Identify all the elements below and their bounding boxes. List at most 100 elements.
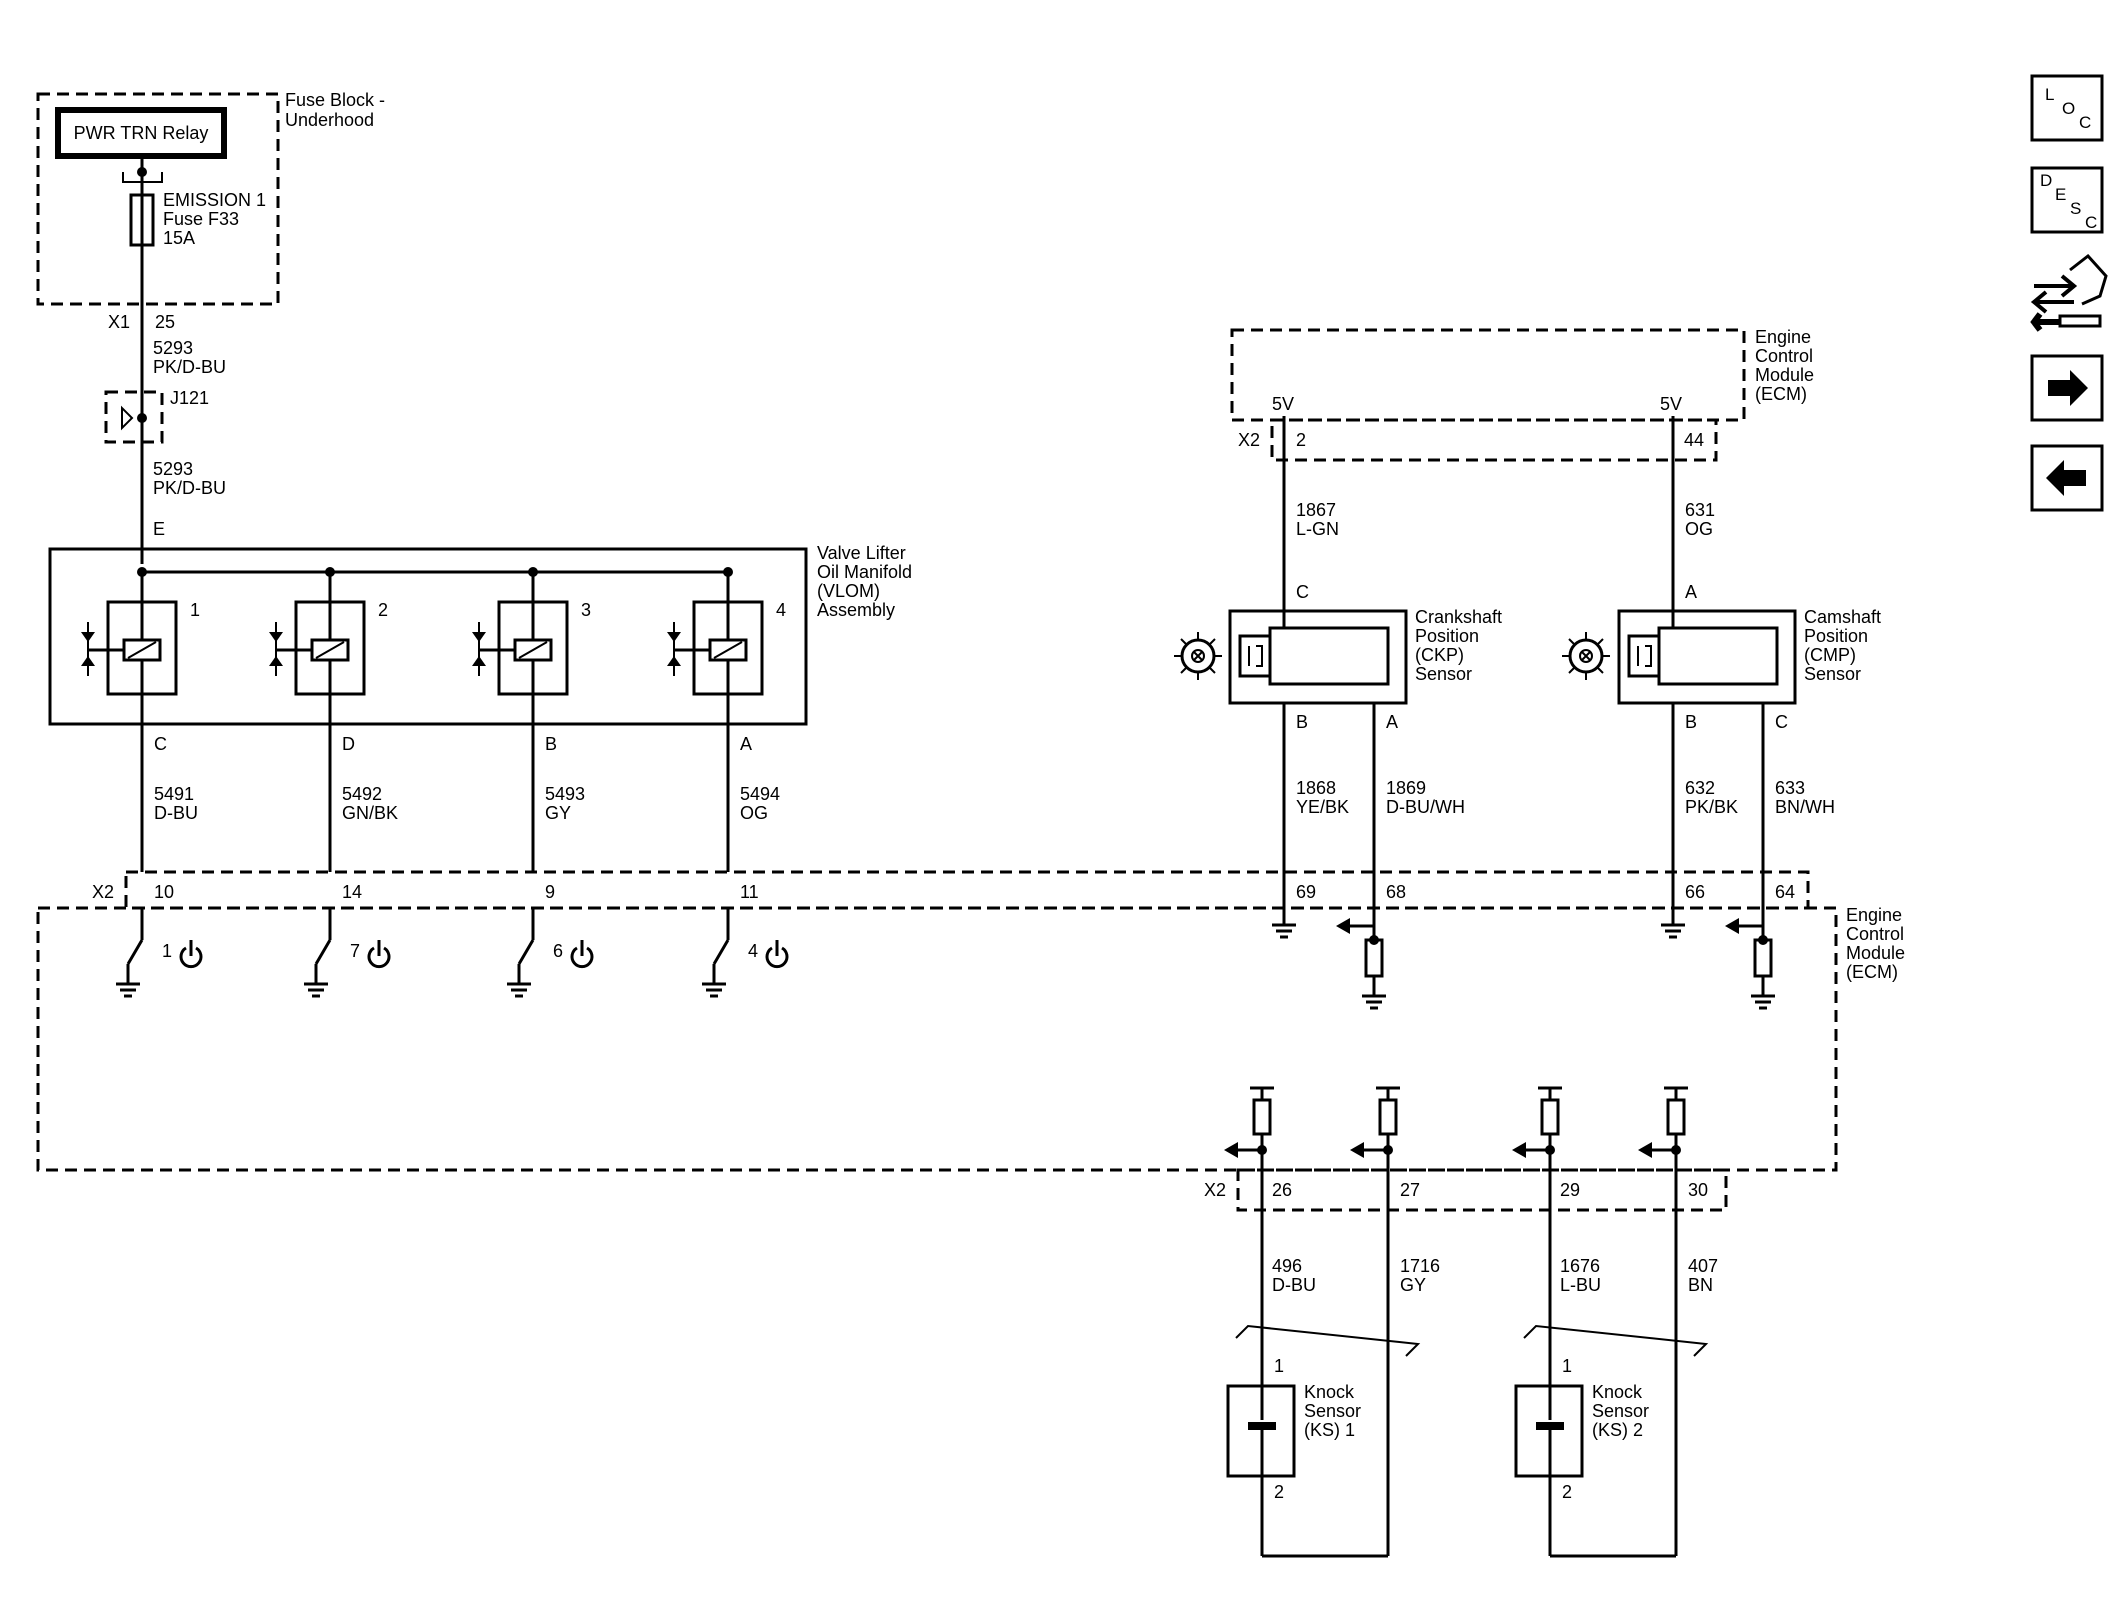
cmp-ecm-pin-c: 64	[1775, 882, 1795, 902]
knock-resistor	[1666, 1098, 1686, 1136]
cmp-resistor	[1753, 938, 1773, 978]
fuse-block-title-1: Fuse Block -	[285, 90, 385, 110]
vlom-label-4: Assembly	[817, 600, 895, 620]
x1-pin-label: 25	[155, 312, 175, 332]
cmp-b-color: PK/BK	[1685, 797, 1738, 817]
desc-button[interactable]: D E S C	[2030, 166, 2104, 234]
ckp-reluctor-gear-icon	[1174, 632, 1222, 680]
fuse-label-1: EMISSION 1	[163, 190, 266, 210]
solenoid-number: 1	[190, 600, 200, 620]
ks2-shield	[1523, 1324, 1709, 1357]
solenoid-circuit: 5492	[342, 784, 382, 804]
solenoid-ecm-pin: 9	[545, 882, 555, 902]
connector-tool-icon[interactable]	[2030, 253, 2108, 332]
vlom-label-3: (VLOM)	[817, 581, 880, 601]
vlom-pin-e: E	[153, 519, 165, 539]
solenoid-color: OG	[740, 803, 768, 823]
ecm-driver-7: 7	[304, 908, 391, 998]
loc-button[interactable]: L O C	[2030, 74, 2104, 142]
splice-j121-outline	[104, 390, 164, 444]
cmp-label-3: (CMP)	[1804, 645, 1856, 665]
ecm-ref-5v-right: 5V	[1660, 394, 1682, 414]
solenoid-number: 3	[581, 600, 591, 620]
cmp-ecm-pin-b: 66	[1685, 882, 1705, 902]
ks1-ret-circuit: 1716	[1400, 1256, 1440, 1276]
solenoid-pin: D	[342, 734, 355, 754]
ecm-x2-connector: X2	[92, 882, 114, 902]
wire-5293b-color: PK/D-BU	[153, 478, 226, 498]
ckp-ecm-pin-b: 69	[1296, 882, 1316, 902]
vlom-label-2: Oil Manifold	[817, 562, 912, 582]
ckp-label-2: Position	[1415, 626, 1479, 646]
ks1-label-3: (KS) 1	[1304, 1420, 1355, 1440]
fuse-label-3: 15A	[163, 228, 195, 248]
cmp-top-color: OG	[1685, 519, 1713, 539]
desc-d: D	[2040, 171, 2052, 190]
cmp-reluctor-gear-icon	[1562, 632, 1610, 680]
ecm-driver-4: 4	[702, 908, 789, 998]
wire-5293-color: PK/D-BU	[153, 357, 226, 377]
ckp-b-color: YE/BK	[1296, 797, 1349, 817]
arrow-right-icon[interactable]	[2030, 354, 2104, 422]
ks1-pin2: 2	[1274, 1482, 1284, 1502]
ks1-sig-circuit: 496	[1272, 1256, 1302, 1276]
ks2-sig-circuit: 1676	[1560, 1256, 1600, 1276]
vlom-label-1: Valve Lifter	[817, 543, 906, 563]
solenoid-ecm-pin: 14	[342, 882, 362, 902]
ecm-top-label-3: Module	[1755, 365, 1814, 385]
wire-5293-circuit: 5293	[153, 338, 193, 358]
splice-label: J121	[170, 388, 209, 408]
fuse-label-2: Fuse F33	[163, 209, 239, 229]
knock-sensor-2: 29 30 1676 L-BU 407 BN 1 2 Knock Sensor …	[1514, 1180, 1718, 1558]
desc-s: S	[2070, 199, 2081, 218]
ecm-x2-connector-outline	[124, 870, 1810, 910]
ecm-top-pin-44: 44	[1684, 430, 1704, 450]
ckp-label-4: Sensor	[1415, 664, 1472, 684]
cmp-magnet	[1627, 634, 1661, 678]
ecm-top-label-4: (ECM)	[1755, 384, 1807, 404]
loc-c: C	[2079, 113, 2091, 132]
solenoid-circuit: 5491	[154, 784, 194, 804]
cmp-c-circuit: 633	[1775, 778, 1805, 798]
vlom-outline	[48, 547, 808, 726]
ecm-main-label-1: Engine	[1846, 905, 1902, 925]
fuse-block-outline	[36, 92, 280, 306]
ckp-sensor: 1867 L-GN C Crankshaft Position (CKP) Se…	[1174, 416, 1502, 940]
loc-o: O	[2062, 99, 2075, 118]
ks2-label-1: Knock	[1592, 1382, 1643, 1402]
ks2-label-2: Sensor	[1592, 1401, 1649, 1421]
cmp-c-color: BN/WH	[1775, 797, 1835, 817]
cmp-pin-c: C	[1775, 712, 1788, 732]
ecm-main-outline	[36, 906, 1838, 1172]
solenoid-color: GY	[545, 803, 571, 823]
ecm-main-label-3: Module	[1846, 943, 1905, 963]
ckp-resistor	[1364, 938, 1384, 978]
knock-resistor	[1252, 1098, 1272, 1136]
ckp-a-color: D-BU/WH	[1386, 797, 1465, 817]
ckp-pin-a: A	[1386, 712, 1398, 732]
knock-input-4	[1638, 1086, 1688, 1210]
knock-resistor	[1540, 1098, 1560, 1136]
desc-e: E	[2055, 185, 2066, 204]
solenoid-ecm-pin: 11	[740, 882, 759, 902]
ks2-pin2: 2	[1562, 1482, 1572, 1502]
cmp-top-circuit: 631	[1685, 500, 1715, 520]
ks1-piezo	[1248, 1422, 1276, 1430]
ks2-piezo	[1536, 1422, 1564, 1430]
driver-switch	[314, 939, 332, 965]
fuse-block-title-2: Underhood	[285, 110, 374, 130]
ecm-main: X2 Engine Control Module (ECM)	[36, 870, 1905, 1212]
ckp-ecm-circuit	[1272, 918, 1386, 1010]
ecm-ref-5v-left: 5V	[1272, 394, 1294, 414]
power-icon	[179, 940, 203, 969]
ks1-label-2: Sensor	[1304, 1401, 1361, 1421]
cmp-label-1: Camshaft	[1804, 607, 1881, 627]
solenoid-circuit: 5494	[740, 784, 780, 804]
driver-number: 4	[748, 941, 758, 961]
solenoid-pin: B	[545, 734, 557, 754]
arrow-left-icon[interactable]	[2030, 444, 2104, 512]
solenoid-number: 4	[776, 600, 786, 620]
ckp-a-circuit: 1869	[1386, 778, 1426, 798]
